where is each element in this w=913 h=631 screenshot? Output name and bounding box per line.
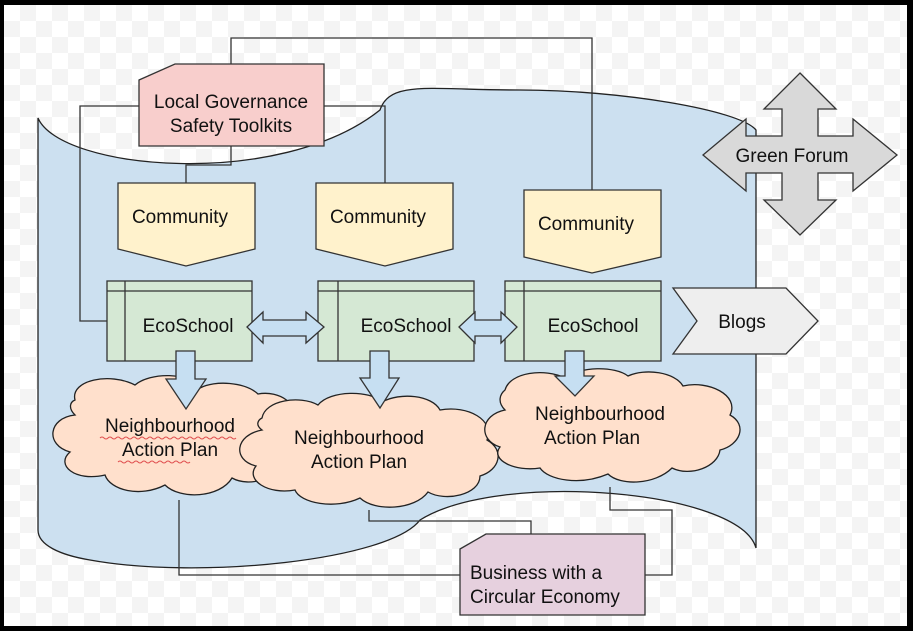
action-plan-2-line2: Action Plan — [311, 452, 407, 473]
governance-line1: Local Governance — [154, 92, 308, 113]
ecoschool-2-label: EcoSchool — [361, 316, 452, 337]
governance-line2: Safety Toolkits — [170, 116, 292, 137]
connectors — [79, 37, 673, 576]
down-arrow-ecoschool-1[interactable] — [164, 350, 208, 411]
ecoschool-1[interactable]: EcoSchool — [106, 280, 253, 362]
action-plan-1-line2: Action Plan — [122, 440, 218, 461]
green-forum-quad-arrow[interactable]: Green Forum — [701, 72, 899, 236]
business-card[interactable]: Business with a Circular Economy — [459, 533, 646, 616]
ecoschool-2[interactable]: EcoSchool — [317, 280, 475, 362]
connector-governance-community3 — [230, 37, 593, 190]
action-plan-cloud-1[interactable]: Neighbourhood Action Plan — [52, 374, 300, 496]
business-line2: Circular Economy — [470, 587, 620, 608]
ecoschool-3-label: EcoSchool — [548, 316, 639, 337]
connector-governance-community1 — [185, 146, 232, 183]
connector-plan2-business — [368, 510, 532, 534]
community-3-label: Community — [538, 214, 635, 235]
community-2[interactable]: Community — [315, 182, 454, 267]
business-line1: Business with a — [470, 563, 602, 584]
spellcheck-squiggle — [99, 436, 237, 440]
community-1[interactable]: Community — [117, 182, 256, 267]
double-arrow-ecoschool-2-3[interactable] — [458, 310, 518, 345]
down-arrow-ecoschool-2[interactable] — [358, 350, 401, 410]
action-plan-cloud-3[interactable]: Neighbourhood Action Plan — [484, 368, 741, 483]
action-plan-3-line1: Neighbourhood — [535, 404, 665, 425]
double-arrow-ecoschool-1-2[interactable] — [246, 310, 325, 345]
blogs-label: Blogs — [718, 312, 766, 333]
green-forum-label: Green Forum — [736, 146, 849, 167]
ecoschool-3[interactable]: EcoSchool — [504, 280, 662, 362]
ecoschool-1-label: EcoSchool — [143, 316, 234, 337]
spellcheck-squiggle — [117, 460, 191, 464]
action-plan-3-line2: Action Plan — [544, 428, 640, 449]
action-plan-cloud-2[interactable]: Neighbourhood Action Plan — [239, 392, 499, 508]
action-plan-2-line1: Neighbourhood — [294, 428, 424, 449]
connector-governance-community2 — [324, 105, 386, 183]
community-3[interactable]: Community — [523, 189, 662, 274]
community-2-label: Community — [330, 207, 427, 228]
governance-card[interactable]: Local Governance Safety Toolkits — [138, 63, 325, 147]
connector-plan1-business — [178, 500, 460, 576]
connector-plan3-business — [609, 487, 673, 576]
down-arrow-ecoschool-3[interactable] — [553, 350, 596, 397]
connector-governance-ecoschool1 — [79, 105, 139, 322]
blogs-shape[interactable]: Blogs — [671, 287, 819, 355]
community-1-label: Community — [132, 207, 229, 228]
action-plan-1-line1: Neighbourhood — [105, 416, 235, 437]
